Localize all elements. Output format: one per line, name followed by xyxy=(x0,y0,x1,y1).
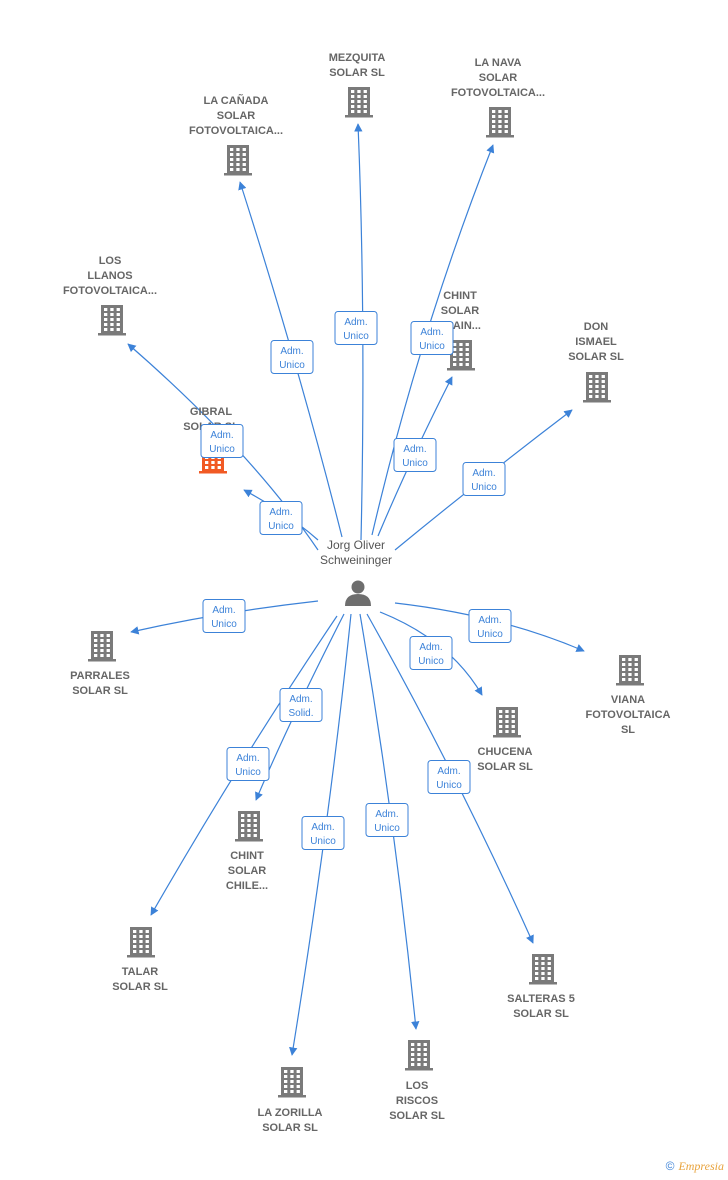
building-icon xyxy=(127,927,155,958)
building-icon xyxy=(583,372,611,403)
building-icon xyxy=(447,340,475,371)
edge-label-mezquita[interactable]: Adm.Unico xyxy=(334,311,378,345)
edge-role-text: Adm.Unico xyxy=(374,809,400,834)
copyright-symbol: © xyxy=(665,1159,675,1173)
edge-label-chint-chile[interactable]: Adm.Solid. xyxy=(279,688,323,722)
edge-role-text: Adm.Unico xyxy=(436,766,462,791)
edge-label-la-nava[interactable]: Adm.Unico xyxy=(410,321,454,355)
edge-label-don-ismael[interactable]: Adm.Unico xyxy=(462,462,506,496)
edge-role-text: Adm.Unico xyxy=(211,605,237,630)
edge-label-la-canada[interactable]: Adm.Unico xyxy=(270,340,314,374)
edge-label-chucena[interactable]: Adm.Unico xyxy=(409,636,453,670)
edge-label-gibral[interactable]: Adm.Unico xyxy=(259,501,303,535)
building-icon xyxy=(529,954,557,985)
building-icon xyxy=(493,707,521,738)
edge-label-los-llanos[interactable]: Adm.Unico xyxy=(200,424,244,458)
edge-role-text: Adm.Unico xyxy=(279,346,305,371)
edge-role-text: Adm.Unico xyxy=(402,444,428,469)
edge-role-text: Adm.Unico xyxy=(209,430,235,455)
edge-label-la-zorilla[interactable]: Adm.Unico xyxy=(301,816,345,850)
building-icon xyxy=(278,1067,306,1098)
edge-label-chint-spain[interactable]: Adm.Unico xyxy=(393,438,437,472)
building-icon xyxy=(405,1040,433,1071)
building-icon xyxy=(235,811,263,842)
building-icon xyxy=(486,107,514,138)
building-icon xyxy=(224,145,252,176)
building-icon xyxy=(345,87,373,118)
brand-name: Empresia xyxy=(678,1159,724,1173)
edge-label-los-riscos[interactable]: Adm.Unico xyxy=(365,803,409,837)
person-icon xyxy=(345,580,371,606)
edge-role-text: Adm.Unico xyxy=(471,468,497,493)
brand-watermark: ©Empresia xyxy=(666,1159,724,1174)
edge-role-text: Adm.Unico xyxy=(235,753,261,778)
edge-role-text: Adm.Unico xyxy=(419,327,445,352)
edge-role-text: Adm.Solid. xyxy=(288,694,313,719)
building-icon xyxy=(88,631,116,662)
edge-role-text: Adm.Unico xyxy=(310,822,336,847)
edge-role-text: Adm.Unico xyxy=(477,615,503,640)
edge-role-text: Adm.Unico xyxy=(418,642,444,667)
building-icon xyxy=(616,655,644,686)
edge-role-text: Adm.Unico xyxy=(343,317,369,342)
edge-label-salteras[interactable]: Adm.Unico xyxy=(427,760,471,794)
edge-label-viana[interactable]: Adm.Unico xyxy=(468,609,512,643)
edge-role-text: Adm.Unico xyxy=(268,507,294,532)
edge-label-talar[interactable]: Adm.Unico xyxy=(226,747,270,781)
edge-label-parrales[interactable]: Adm.Unico xyxy=(202,599,246,633)
building-icon xyxy=(98,305,126,336)
